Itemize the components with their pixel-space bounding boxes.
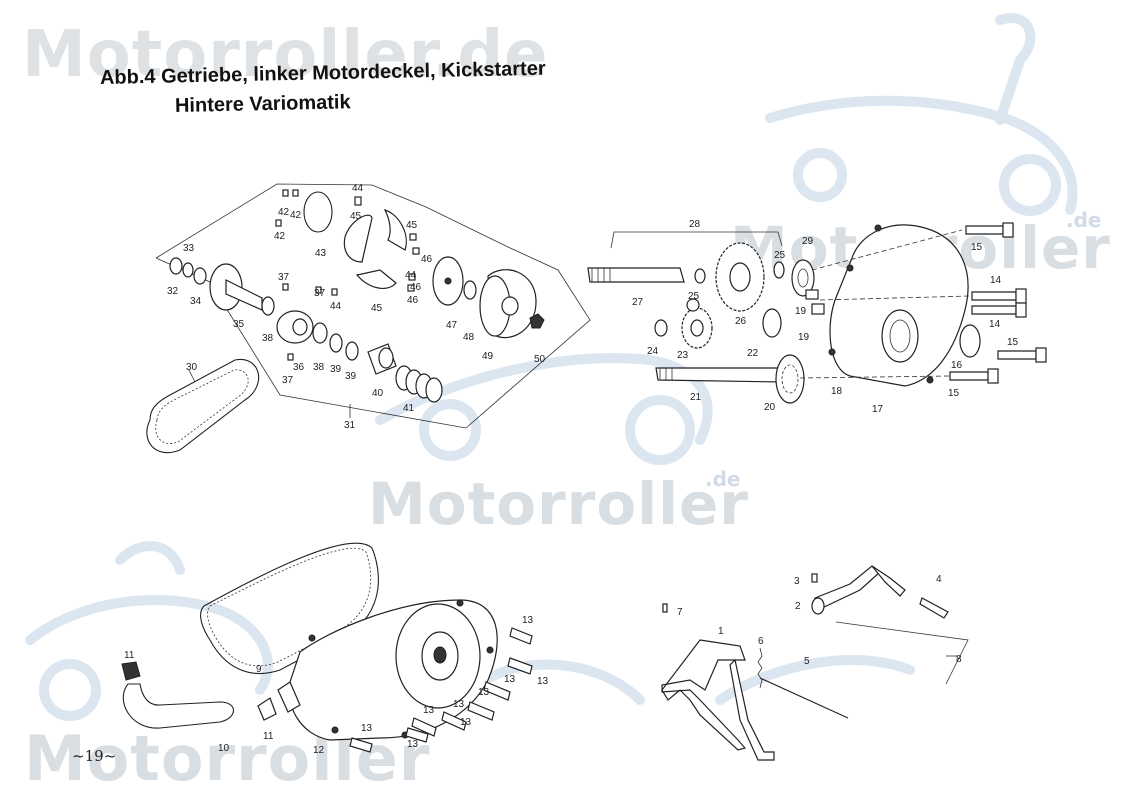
label-40: 40 xyxy=(372,388,384,399)
label-45-c: 45 xyxy=(371,303,383,314)
label-45-a: 45 xyxy=(350,211,362,222)
label-35: 35 xyxy=(233,319,245,330)
label-50: 50 xyxy=(534,354,546,365)
label-6: 6 xyxy=(758,636,764,647)
label-13-i: 13 xyxy=(407,739,419,750)
label-2: 2 xyxy=(795,601,801,612)
label-48: 48 xyxy=(463,332,475,343)
label-11-a: 11 xyxy=(124,650,135,661)
label-28: 28 xyxy=(689,219,701,230)
gearbox-assembly xyxy=(587,222,1047,404)
label-44-c: 44 xyxy=(405,270,417,281)
clutch-bell xyxy=(479,269,537,339)
label-30: 30 xyxy=(186,362,198,373)
scooter-watermark-right xyxy=(765,13,1078,216)
label-13-a: 13 xyxy=(522,615,534,626)
page-number: ~19~ xyxy=(72,747,117,765)
label-22: 22 xyxy=(747,348,759,359)
label-39-a: 39 xyxy=(330,364,342,375)
label-4: 4 xyxy=(936,574,942,585)
label-42-a: 42 xyxy=(278,207,290,218)
label-25-a: 25 xyxy=(688,291,700,302)
label-19-b: 19 xyxy=(798,332,810,343)
label-46-c: 46 xyxy=(407,295,419,306)
label-5: 5 xyxy=(804,656,810,667)
label-18: 18 xyxy=(831,386,843,397)
label-10: 10 xyxy=(218,743,230,754)
label-1: 1 xyxy=(718,626,724,637)
label-42-b: 42 xyxy=(290,210,302,221)
diagram-subtitle: Hintere Variomatik xyxy=(174,91,351,117)
label-36: 36 xyxy=(293,362,305,373)
label-44-b: 44 xyxy=(330,301,342,312)
label-15-b: 15 xyxy=(1007,337,1019,348)
label-46-b: 46 xyxy=(410,282,422,293)
label-23: 23 xyxy=(677,350,689,361)
label-12: 12 xyxy=(313,745,325,756)
label-16: 16 xyxy=(951,360,963,371)
label-37-b: 37 xyxy=(314,288,326,299)
label-19-a: 19 xyxy=(795,306,807,317)
label-15-c: 15 xyxy=(948,388,960,399)
label-42-c: 42 xyxy=(274,231,286,242)
label-13-f: 13 xyxy=(423,705,435,716)
gearbox-cover xyxy=(828,224,969,387)
label-3: 3 xyxy=(794,576,800,587)
label-49: 49 xyxy=(482,351,494,362)
center-stand-assembly xyxy=(661,565,969,761)
label-8: 8 xyxy=(956,654,962,665)
bolts-right xyxy=(949,222,1047,384)
label-44-a: 44 xyxy=(352,183,364,194)
label-13-b: 13 xyxy=(537,676,549,687)
label-41: 41 xyxy=(403,403,415,414)
scooter-watermark-bottom-left xyxy=(25,541,273,721)
label-37-c: 37 xyxy=(282,375,294,386)
label-24: 24 xyxy=(647,346,659,357)
watermark-middle-domain: .de xyxy=(705,467,741,491)
label-25-b: 25 xyxy=(774,250,786,261)
label-32: 32 xyxy=(167,286,179,297)
engine-cover xyxy=(277,599,498,741)
label-13-d: 13 xyxy=(478,687,490,698)
clutch-spring xyxy=(395,365,443,403)
label-11-b: 11 xyxy=(263,731,274,742)
label-14-b: 14 xyxy=(989,319,1001,330)
label-46-a: 46 xyxy=(421,254,433,265)
label-29: 29 xyxy=(802,236,814,247)
label-14-a: 14 xyxy=(990,275,1002,286)
label-31: 31 xyxy=(344,420,356,431)
label-39-b: 39 xyxy=(345,371,357,382)
label-13-e: 13 xyxy=(453,699,465,710)
label-27: 27 xyxy=(632,297,644,308)
label-9: 9 xyxy=(256,664,262,675)
watermark-middle: Motorroller xyxy=(368,470,749,538)
label-38-a: 38 xyxy=(262,333,274,344)
left-engine-cover-assembly xyxy=(121,542,533,753)
label-20: 20 xyxy=(764,402,776,413)
watermark-top: Motorroller.de xyxy=(22,18,549,92)
label-33: 33 xyxy=(183,243,195,254)
cover-bolts xyxy=(349,627,533,753)
label-13-h: 13 xyxy=(361,723,373,734)
label-17: 17 xyxy=(872,404,884,415)
label-38-b: 38 xyxy=(313,362,325,373)
label-26: 26 xyxy=(735,316,747,327)
label-13-c: 13 xyxy=(504,674,516,685)
label-43: 43 xyxy=(315,248,327,259)
drive-belt xyxy=(146,358,260,454)
gear-26 xyxy=(715,242,765,312)
label-45-b: 45 xyxy=(406,220,418,231)
label-47: 47 xyxy=(446,320,458,331)
part-number-labels: 1 2 3 4 5 6 7 8 9 10 11 11 12 13 13 13 1… xyxy=(124,183,1019,756)
label-37-a: 37 xyxy=(278,272,290,283)
label-15-a: 15 xyxy=(971,242,983,253)
label-13-g: 13 xyxy=(460,717,472,728)
label-34: 34 xyxy=(190,296,202,307)
label-21: 21 xyxy=(690,392,702,403)
label-7: 7 xyxy=(677,607,683,618)
scooter-watermark-middle xyxy=(375,353,713,465)
variomatik-assembly xyxy=(146,183,591,454)
